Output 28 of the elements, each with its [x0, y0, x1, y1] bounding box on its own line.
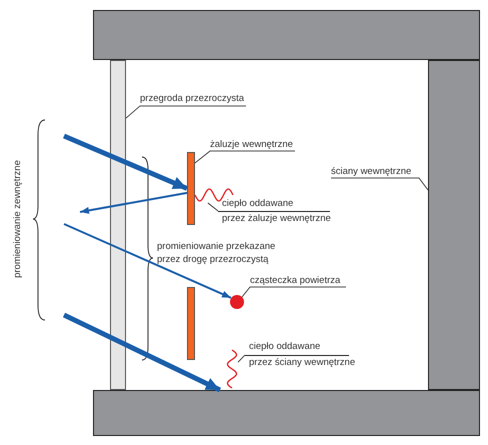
- brace-label: promieniowanie zewnętrzne: [12, 159, 24, 279]
- radiation-arrow: [80, 192, 188, 214]
- radiation-arrow: [63, 134, 188, 191]
- blind-slat: [187, 287, 195, 360]
- brace-label: promieniowanie przekazane przez drogę przezroczystą: [157, 240, 276, 266]
- radiation-arrow: [62, 312, 222, 392]
- interior-wall: [428, 60, 480, 390]
- leader-line: [194, 150, 296, 164]
- leader-line: [330, 178, 428, 190]
- callout-text: przez żaluzje wewnętrzne: [222, 213, 331, 225]
- callout-text: żaluzje wewnętrzne: [210, 139, 295, 151]
- callout-text: ciepło oddawane: [222, 198, 294, 210]
- leader-line: [238, 354, 246, 363]
- blind-slat: [187, 152, 195, 225]
- heat-wave: [226, 350, 238, 388]
- callout-text: przez ściany wewnętrzne: [249, 357, 356, 369]
- air-particle: [230, 295, 244, 309]
- floor-slab: [93, 390, 480, 436]
- callout-text: ściany wewnętrzne: [331, 166, 419, 178]
- radiation-arrow: [64, 223, 232, 299]
- leader-line: [242, 286, 346, 298]
- callout-text: przegroda przezroczysta: [140, 93, 246, 106]
- ceiling-slab: [93, 10, 480, 60]
- glass-pane: [110, 60, 126, 390]
- leader-line: [208, 202, 218, 212]
- callout-text: cząsteczka powietrza: [250, 275, 346, 287]
- callout-text: ciepło oddawane: [249, 341, 320, 353]
- leader-line: [126, 106, 246, 118]
